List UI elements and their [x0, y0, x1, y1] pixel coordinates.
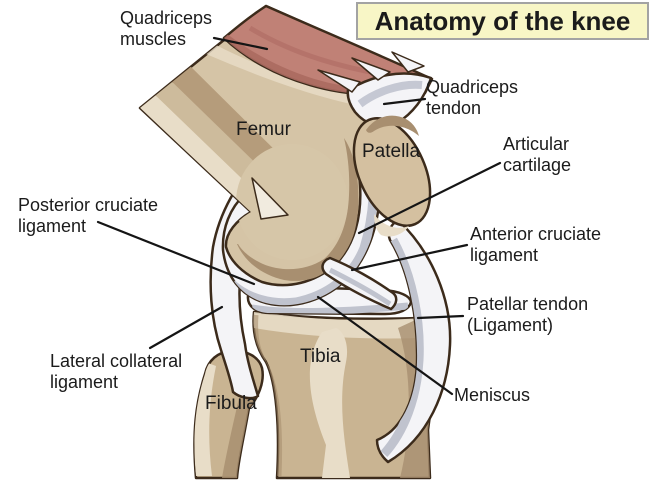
patella-bottom-highlight — [374, 214, 409, 237]
label-femur: Femur — [236, 119, 291, 140]
femur-cut-stripe-light — [140, 88, 262, 212]
tibia-streak — [309, 328, 350, 478]
label-meniscus: Meniscus — [454, 385, 531, 405]
diagram-title-text: Anatomy of the knee — [374, 5, 631, 36]
patella-top-shade — [366, 115, 419, 136]
meniscus-shade — [251, 302, 409, 314]
femoral-condyle-wedge — [251, 177, 289, 220]
patellar-tendon-leader-line — [416, 314, 465, 320]
patella-bone — [352, 115, 432, 237]
patellar-tendon-shape — [375, 218, 452, 464]
quadriceps-tendon-shape — [317, 51, 433, 128]
fibula-shade — [222, 398, 254, 478]
articular-cartilage-leader-line — [357, 161, 502, 235]
label-posterior-cruciate-ligament: Posterior cruciate ligament — [18, 195, 159, 236]
tibia-bone — [252, 310, 433, 480]
patellar-tendon-shade — [380, 237, 424, 458]
label-fibula: Fibula — [205, 393, 257, 414]
leader-lines — [96, 36, 502, 396]
tibia-plateau-highlight — [253, 312, 424, 339]
quadriceps-tendon-spike — [317, 69, 361, 93]
anterior-cruciate-ligament-shape — [321, 256, 398, 311]
label-patella: Patella — [362, 141, 421, 162]
label-anterior-cruciate-ligament: Anterior cruciate ligament — [470, 224, 602, 265]
label-articular-cartilage: Articular cartilage — [503, 134, 572, 175]
diagram-title: Anatomy of the knee — [356, 2, 649, 40]
quadriceps-tendon-spike — [391, 51, 425, 73]
femoral-condyle-center — [236, 144, 348, 260]
quadriceps-tendon-shade — [357, 80, 423, 108]
label-patellar-tendon: Patellar tendon (Ligament) — [467, 294, 589, 335]
label-quadriceps-tendon: Quadriceps tendon — [426, 77, 519, 118]
quadriceps-muscles-leader-line — [212, 36, 269, 51]
posterior-cruciate-leader-line — [96, 220, 256, 286]
label-tibia: Tibia — [300, 346, 341, 367]
label-quadriceps-muscles: Quadriceps muscles — [120, 8, 213, 49]
quadriceps-tendon-spike — [351, 57, 391, 81]
lateral-collateral-leader-line — [148, 305, 224, 350]
femur-cut-stripe-mid — [148, 73, 276, 198]
femur-cut-stripe-dark — [163, 56, 292, 183]
label-lateral-collateral-ligament: Lateral collateral ligament — [50, 351, 183, 392]
meniscus-leader-line — [316, 295, 454, 396]
anterior-cruciate-shade — [328, 267, 392, 307]
anterior-cruciate-leader-line — [350, 243, 469, 272]
quadriceps-tendon-leader-line — [382, 97, 427, 106]
